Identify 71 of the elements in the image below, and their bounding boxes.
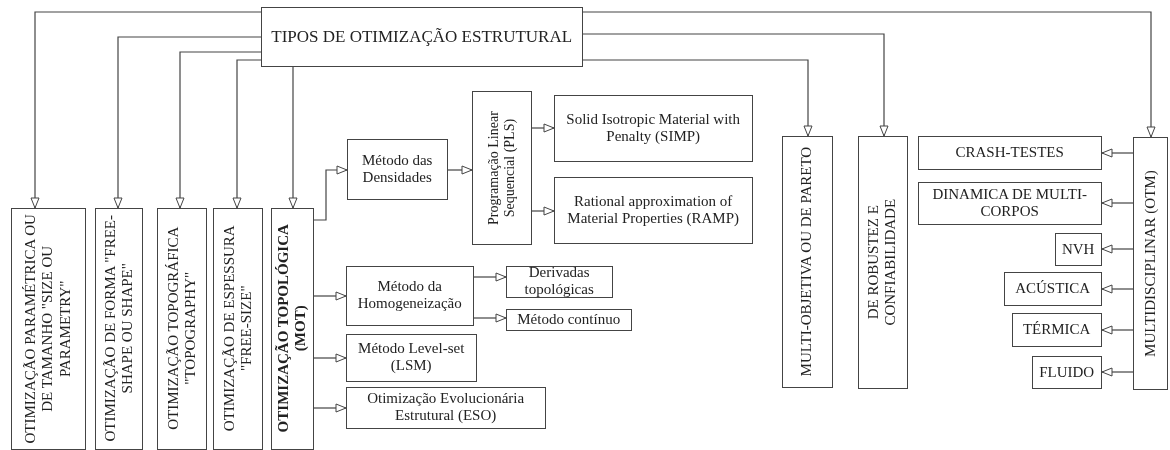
process-box: [261, 7, 583, 67]
box-label: Método contínuo: [516, 311, 622, 329]
process-box: [1055, 233, 1102, 266]
process-box: [554, 177, 753, 244]
box-label: ACÚSTICA: [1014, 280, 1092, 298]
process-box: [346, 334, 477, 382]
process-box: [346, 266, 474, 326]
process-box: [554, 95, 753, 162]
arrow: [531, 206, 555, 216]
process-box: [1004, 272, 1102, 306]
box-label: Programação Linear Sequencial (PLS): [485, 109, 518, 227]
arrow: [582, 33, 889, 137]
process-box: [506, 309, 632, 331]
arrow: [313, 165, 348, 221]
arrow: [1101, 148, 1134, 158]
arrow: [288, 66, 298, 209]
box-label: Método Level-set (LSM): [357, 340, 466, 375]
vertical-box: [1133, 137, 1168, 390]
arrow: [113, 36, 262, 209]
vertical-box: [858, 136, 908, 389]
box-label: TÉRMICA: [1021, 321, 1092, 339]
vertical-box: [95, 208, 143, 450]
arrow: [473, 272, 507, 282]
box-label: DE ROBUSTEZ E CONFIABILIDADE: [865, 197, 900, 328]
box-label: MULTIDISCIPLINAR (OTM): [1141, 169, 1159, 359]
arrow: [1101, 367, 1134, 377]
arrow: [582, 59, 813, 137]
process-box: [1012, 313, 1102, 347]
process-box: [918, 136, 1102, 170]
box-label: Método da Homogeneização: [356, 278, 463, 313]
arrow: [175, 51, 262, 209]
vertical-box: [157, 208, 207, 450]
box-label: DINAMICA DE MULTI-CORPOS: [931, 185, 1088, 221]
box-label: Rational approximation of Material Properties (RAMP): [566, 192, 740, 228]
box-label: OTIMIZAÇÃO TOPOLÓGICA (MOT): [274, 223, 310, 435]
arrow: [232, 59, 262, 209]
box-label: FLUIDO: [1038, 363, 1096, 381]
vertical-box: [782, 136, 833, 388]
arrow: [582, 11, 1156, 138]
box-label: Solid Isotropic Material with Penalty (SIMP): [565, 110, 742, 146]
arrow: [473, 313, 507, 323]
arrow: [1101, 325, 1134, 335]
vertical-box: [11, 208, 86, 450]
process-box: [1032, 356, 1102, 389]
process-box: [346, 387, 546, 429]
process-box: [347, 139, 448, 200]
arrow: [447, 165, 473, 175]
vertical-box: [271, 208, 314, 450]
arrow: [1101, 198, 1134, 208]
vertical-box: [472, 91, 532, 245]
arrow: [313, 291, 347, 301]
box-label: CRASH-TESTES: [954, 144, 1065, 162]
arrow: [1101, 284, 1134, 294]
box-label: NVH: [1060, 240, 1096, 258]
box-label: OTIMIZAÇÃO DE FORMA "FREE-SHAPE OU SHAPE": [101, 214, 136, 444]
vertical-box: [213, 208, 263, 450]
box-label: OTIMIZAÇÃO DE ESPESSURA "FREE-SIZE": [220, 224, 255, 434]
box-label: Otimização Evolucionária Estrutural (ESO): [366, 390, 526, 425]
box-label: TIPOS DE OTIMIZAÇÃO ESTRUTURAL: [270, 26, 574, 47]
box-label: Derivadas topológicas: [523, 264, 595, 299]
box-label: OTIMIZAÇÃO TOPOGRÁFICA "TOPOGRAPHY": [164, 225, 199, 433]
arrow: [30, 11, 262, 209]
process-box: [918, 182, 1102, 225]
box-label: MULTI-OBJETIVA OU DE PARETO: [798, 146, 816, 379]
box-label: OTIMIZAÇÃO PARAMÉTRICA OU DE TAMANHO "SIZE OU PARAMETRY": [22, 213, 74, 444]
arrow: [1101, 244, 1134, 254]
box-label: Método das Densidades: [360, 151, 434, 187]
arrow: [313, 353, 347, 363]
arrow: [531, 123, 555, 133]
process-box: [506, 266, 613, 298]
arrow: [313, 403, 347, 413]
